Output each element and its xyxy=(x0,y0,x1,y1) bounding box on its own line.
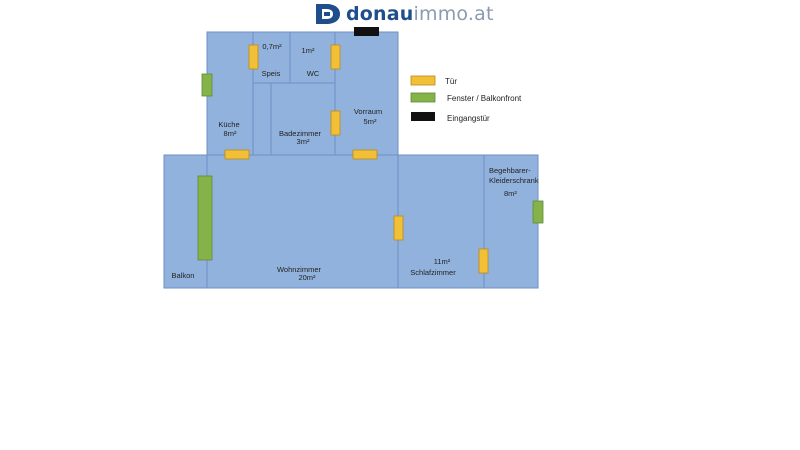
legend: Tür Fenster / Balkonfront Eingangstür xyxy=(410,75,522,123)
room-kleiderschrank xyxy=(483,154,539,289)
label-vorraum-name: Vorraum xyxy=(354,107,382,116)
door-kueche xyxy=(224,149,250,160)
label-wohnzimmer-area: 20m² xyxy=(298,273,316,282)
legend-window-label: Fenster / Balkonfront xyxy=(447,94,522,103)
brand-logo: donauimmo.at xyxy=(314,2,494,26)
room-wc xyxy=(289,31,336,84)
door-vorraum xyxy=(352,149,378,160)
label-bad-name: Badezimmer xyxy=(279,129,322,138)
brand-name-part1: donau xyxy=(346,3,414,25)
door-schlafzimmer xyxy=(393,215,404,241)
label-wc-name: WC xyxy=(307,69,320,78)
entrance-door xyxy=(354,27,379,36)
door-bad xyxy=(330,110,341,136)
door-speis xyxy=(248,44,259,70)
door-kleiderschrank xyxy=(478,248,489,274)
label-wohnzimmer-name: Wohnzimmer xyxy=(277,265,322,274)
label-kueche-area: 8m² xyxy=(224,129,237,138)
room-speis xyxy=(252,31,291,84)
label-kleiderschrank-area: 8m² xyxy=(504,189,517,198)
legend-window-swatch xyxy=(410,92,436,103)
label-schlafzimmer-area: 11m² xyxy=(434,257,451,266)
lower-block xyxy=(163,154,485,289)
label-wc-area: 1m² xyxy=(302,46,315,55)
label-kleiderschrank-line1: Begehbarer- xyxy=(489,166,531,175)
label-balkon-name: Balkon xyxy=(172,271,195,280)
room-badezimmer xyxy=(270,82,336,156)
donauimmo-d-logo-icon xyxy=(314,3,342,25)
label-kueche-name: Küche xyxy=(218,120,239,129)
brand-name-part2: immo.at xyxy=(413,3,494,25)
brand-name: donauimmo.at xyxy=(346,3,494,25)
door-wc xyxy=(330,44,341,70)
balkonfront xyxy=(197,175,213,261)
label-speis-area: 0,7m² xyxy=(262,42,282,51)
label-schlafzimmer-name: Schlafzimmer xyxy=(410,268,456,277)
window-kleiderschrank xyxy=(532,200,544,224)
window-kueche xyxy=(201,73,213,97)
legend-door-swatch xyxy=(410,75,436,86)
legend-door-label: Tür xyxy=(445,77,457,86)
label-bad-area: 3m² xyxy=(297,137,310,146)
label-speis-name: Speis xyxy=(262,69,281,78)
legend-entrance-label: Eingangstür xyxy=(447,114,490,123)
label-vorraum-area: 5m² xyxy=(364,117,377,126)
label-kleiderschrank-line2: Kleiderschrank xyxy=(489,176,539,185)
legend-entrance-swatch xyxy=(411,112,435,121)
